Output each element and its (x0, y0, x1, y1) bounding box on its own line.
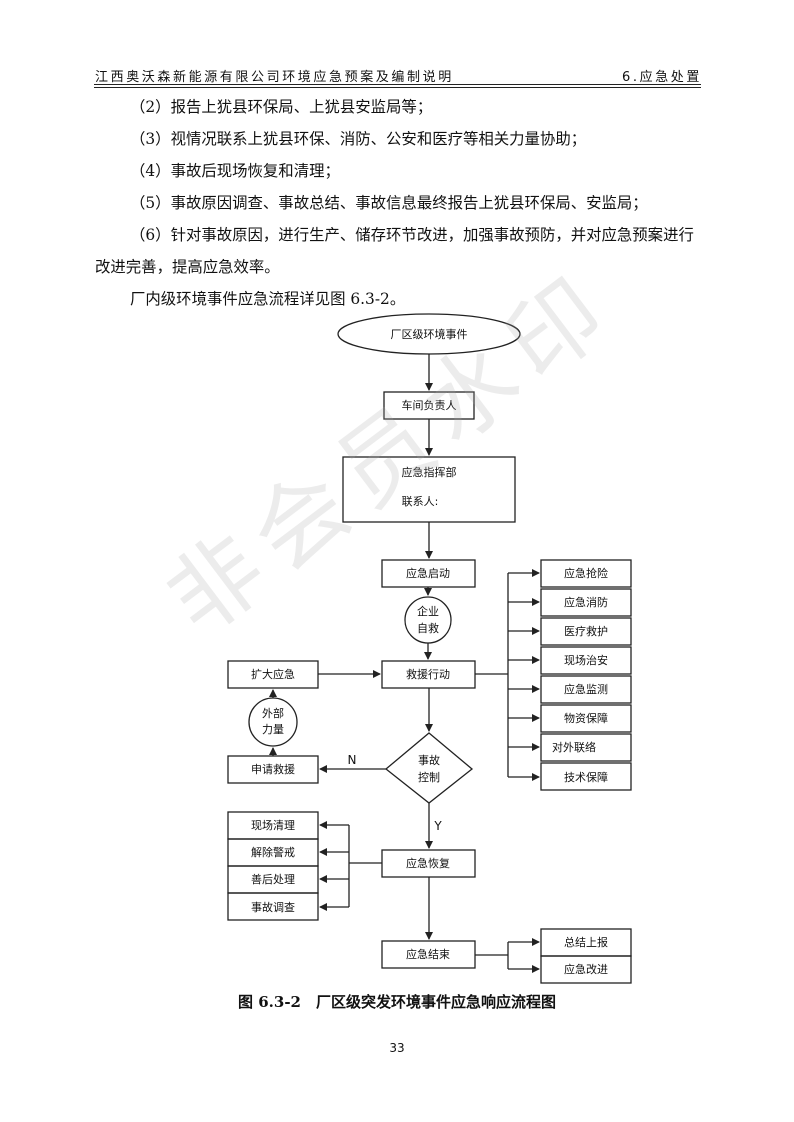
external-force-node (248, 697, 298, 747)
right-task-box (540, 559, 632, 588)
header-rule (94, 84, 701, 85)
right-task-box (540, 588, 632, 617)
right-task-label: 应急抢险 (564, 566, 608, 580)
right-task-label: 医疗救护 (564, 624, 608, 638)
recovery-label: 应急恢复 (406, 856, 450, 870)
workshop-node-label: 车间负责人 (402, 398, 457, 412)
right-task-label: 物资保障 (564, 711, 608, 725)
command-node-label: 应急指挥部 (402, 465, 457, 479)
activate-node-label: 应急启动 (406, 566, 450, 580)
self-rescue-node (404, 596, 452, 644)
left-task-label: 现场清理 (251, 818, 295, 832)
left-task-box (227, 892, 319, 921)
end-task-label: 应急改进 (564, 962, 608, 976)
branch-yes-label: Y (433, 819, 442, 833)
right-task-label: 应急监测 (564, 682, 608, 696)
paragraph-figure-reference: 厂内级环境事件应急流程详见图 6.3-2。 (130, 290, 406, 308)
right-task-label: 应急消防 (564, 595, 608, 609)
right-task-label: 现场治安 (564, 653, 608, 667)
right-task-box (540, 617, 632, 646)
figure-caption: 图 6.3-2 厂区级突发环境事件应急响应流程图 (238, 993, 556, 1011)
right-task-label: 技术保障 (564, 770, 608, 784)
control-decision-node (384, 732, 474, 804)
branch-no-label: N (348, 753, 357, 767)
right-task-box (540, 646, 632, 675)
self-rescue-label-1: 企业 (417, 604, 439, 618)
header-section-title: 6.应急处置 (621, 70, 702, 85)
left-task-label: 事故调查 (251, 900, 295, 914)
right-task-box (540, 675, 632, 704)
self-rescue-label-2: 自救 (417, 621, 439, 635)
paragraph-item-2: （2）报告上犹县环保局、上犹县安监局等； (130, 98, 433, 116)
end-label: 应急结束 (406, 947, 450, 961)
expand-label: 扩大应急 (251, 667, 295, 681)
request-rescue-label: 申请救援 (251, 762, 295, 776)
paragraph-item-4: （4）事故后现场恢复和清理； (130, 162, 340, 180)
page-number: 33 (389, 1041, 405, 1055)
end-task-label: 总结上报 (564, 935, 608, 949)
control-decision-label-1: 事故 (418, 753, 440, 767)
command-contact-label: 联系人: (402, 495, 439, 508)
left-task-label: 解除警戒 (251, 845, 295, 859)
right-task-box (540, 704, 632, 733)
end-task-box (540, 955, 632, 984)
flow-connectors (269, 354, 540, 973)
control-decision-label-2: 控制 (418, 770, 440, 784)
left-task-label: 善后处理 (251, 872, 295, 886)
right-task-box (540, 762, 632, 791)
start-node-label: 厂区级环境事件 (391, 327, 468, 341)
header-rule-thin (94, 87, 701, 88)
rescue-action-label: 救援行动 (406, 667, 450, 681)
paragraph-item-5: （5）事故原因调查、事故总结、事故信息最终报告上犹县环保局、安监局； (130, 194, 648, 212)
right-task-label: 对外联络 (552, 740, 596, 754)
paragraph-item-3: （3）视情况联系上犹县环保、消防、公安和医疗等相关力量协助； (130, 130, 587, 148)
paragraph-item-6: （6）针对事故原因，进行生产、储存环节改进，加强事故预防，并对应急预案进行改进完… (95, 226, 694, 276)
right-task-box (540, 733, 632, 762)
external-force-label-2: 力量 (262, 723, 284, 736)
header-document-title: 江西奥沃森新能源有限公司环境应急预案及编制说明 (95, 70, 454, 85)
external-force-label-1: 外部 (262, 706, 284, 720)
